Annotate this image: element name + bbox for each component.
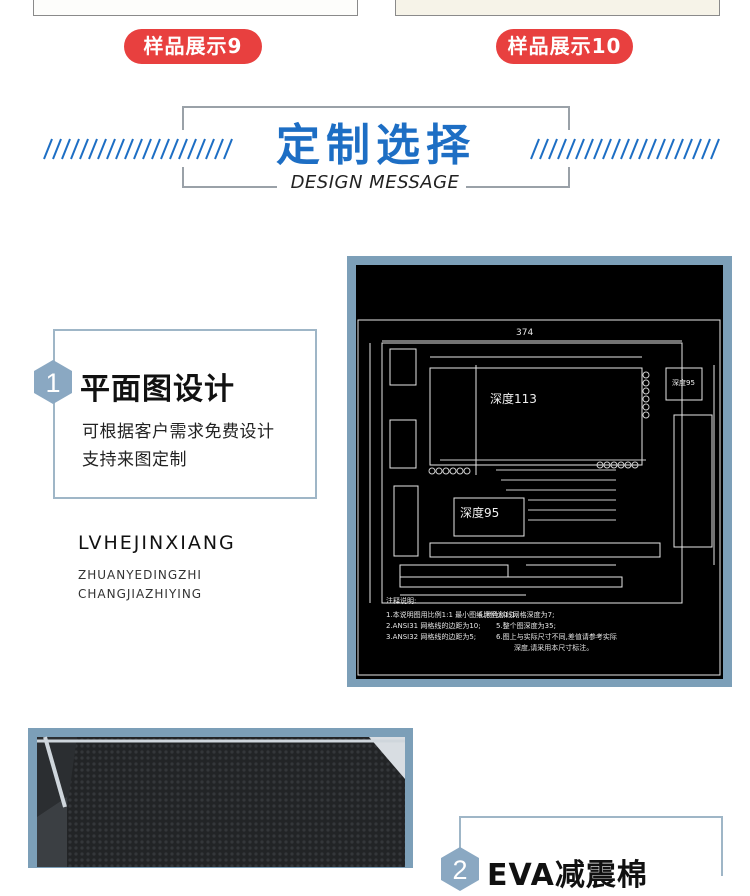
sample-image-10 bbox=[395, 0, 720, 16]
option-desc-line1: 可根据客户需求免费设计 bbox=[82, 422, 275, 442]
cad-label-depth-95-top: 深度95 bbox=[672, 378, 695, 387]
option-number-badge-2: 2 bbox=[440, 846, 480, 892]
hatch-decoration-left bbox=[40, 138, 233, 160]
option-title: 平面图设计 bbox=[80, 372, 235, 407]
brand-name: LVHEJINXIANG bbox=[78, 532, 236, 554]
cad-label-depth-95-bottom: 深度95 bbox=[460, 505, 499, 520]
cad-note-3: 3.ANSI32 网格线的边距为5; bbox=[386, 632, 476, 641]
sample-badge-9: 样品展示9 bbox=[124, 29, 262, 64]
header-frame-top bbox=[182, 106, 570, 130]
hatch-decoration-right bbox=[527, 138, 720, 160]
cad-label-depth-113: 深度113 bbox=[490, 391, 537, 406]
cad-note-7: 深度,请采用本尺寸标注。 bbox=[514, 643, 593, 652]
cad-note-4: 4.黑色斜线网格深度为7; bbox=[478, 610, 555, 619]
svg-text:1: 1 bbox=[45, 368, 60, 398]
sample-badge-10: 样品展示10 bbox=[496, 29, 633, 64]
brand-tagline-line1: ZHUANYEDINGZHI bbox=[78, 568, 202, 582]
cad-note-5: 5.整个图深度为35; bbox=[496, 621, 556, 630]
svg-text:2: 2 bbox=[452, 855, 467, 885]
option-card-floor-plan bbox=[53, 329, 317, 499]
header-underline-left bbox=[182, 186, 277, 188]
cad-floor-plan-image: 374 深度113 深度95 深度95 注释说明: 1.本说明图用比例1:1 最… bbox=[356, 265, 723, 679]
header-frame-right bbox=[568, 167, 570, 188]
eva-foam-photo bbox=[37, 736, 405, 867]
sample-image-9 bbox=[33, 0, 358, 16]
option-number-badge: 1 bbox=[33, 359, 73, 405]
option-description: 可根据客户需求免费设计 支持来图定制 bbox=[82, 418, 275, 474]
section-subtitle: DESIGN MESSAGE bbox=[290, 172, 460, 193]
option-title-2: EVA减震棉 bbox=[487, 858, 648, 893]
cad-note-1: 1.本说明图用比例1:1 最小图纸比例为1:1; bbox=[386, 610, 518, 619]
header-frame-left bbox=[182, 167, 184, 188]
cad-dimension-top: 374 bbox=[516, 328, 533, 338]
section-title: 定制选择 bbox=[276, 120, 476, 171]
brand-tagline: ZHUANYEDINGZHI CHANGJIAZHIYING bbox=[78, 566, 202, 604]
option-card-eva bbox=[459, 816, 723, 876]
cad-note-6: 6.图上与实际尺寸不同,差值请参考实际 bbox=[496, 632, 617, 641]
header-underline-right bbox=[466, 186, 570, 188]
cad-notes-title: 注释说明: bbox=[386, 596, 416, 605]
brand-tagline-line2: CHANGJIAZHIYING bbox=[78, 587, 203, 601]
option-desc-line2: 支持来图定制 bbox=[82, 450, 187, 470]
cad-note-2: 2.ANSI31 网格线的边距为10; bbox=[386, 621, 481, 630]
